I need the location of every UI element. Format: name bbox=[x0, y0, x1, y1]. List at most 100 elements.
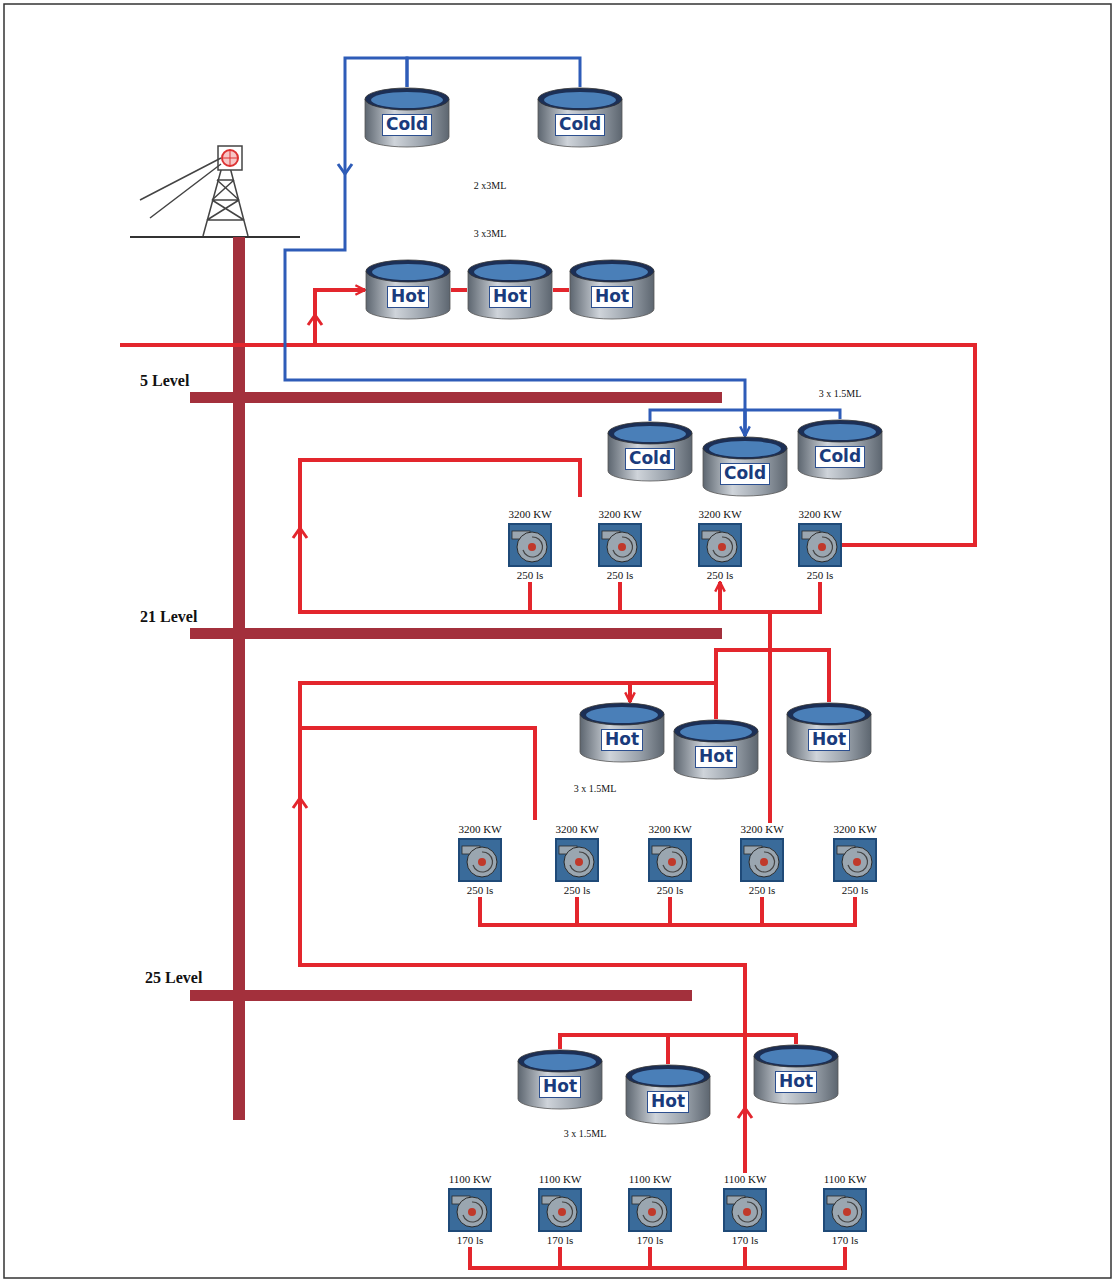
capacity-label: 3 x 1.5ML bbox=[574, 783, 617, 794]
pump-symbol bbox=[823, 1188, 867, 1232]
tank-label: Hot bbox=[647, 1091, 689, 1113]
tank-label: Hot bbox=[489, 286, 531, 308]
pump-unit: 1100 KW 170 ls bbox=[628, 1173, 672, 1247]
pump-unit: 3200 KW 250 ls bbox=[508, 508, 552, 582]
level-label: 21 Level bbox=[140, 608, 197, 626]
pump-symbol bbox=[723, 1188, 767, 1232]
pump-rating: 250 ls bbox=[467, 884, 494, 897]
storage-tank: Cold bbox=[702, 436, 788, 498]
pipe bbox=[315, 290, 975, 545]
tank-label: Cold bbox=[625, 448, 675, 470]
pump-symbol bbox=[598, 523, 642, 567]
storage-tank: Hot bbox=[786, 702, 872, 764]
storage-tank: Hot bbox=[569, 259, 655, 321]
pump-rating: 170 ls bbox=[637, 1234, 664, 1247]
pump-rating: 1100 KW bbox=[724, 1173, 767, 1186]
tank-label: Hot bbox=[808, 729, 850, 751]
level-label: 25 Level bbox=[145, 969, 202, 987]
pump-unit: 3200 KW 250 ls bbox=[740, 823, 784, 897]
pump-rating: 3200 KW bbox=[508, 508, 551, 521]
pipe bbox=[670, 897, 762, 925]
pump-symbol bbox=[458, 838, 502, 882]
pipe bbox=[451, 288, 467, 292]
storage-tank: Hot bbox=[673, 719, 759, 781]
pump-rating: 250 ls bbox=[657, 884, 684, 897]
tank-label: Cold bbox=[720, 463, 770, 485]
capacity-label: 3 x 1.5ML bbox=[819, 388, 862, 399]
tank-label: Cold bbox=[382, 114, 432, 136]
pump-rating: 170 ls bbox=[547, 1234, 574, 1247]
pipe bbox=[720, 582, 770, 823]
pump-unit: 1100 KW 170 ls bbox=[538, 1173, 582, 1247]
pump-rating: 1100 KW bbox=[629, 1173, 672, 1186]
pipe bbox=[480, 897, 577, 925]
pump-unit: 3200 KW 250 ls bbox=[458, 823, 502, 897]
pump-unit: 3200 KW250 ls bbox=[555, 823, 599, 897]
tank-label: Hot bbox=[591, 286, 633, 308]
pump-unit: 3200 KW250 ls bbox=[698, 508, 742, 582]
pump-unit: 3200 KW250 ls bbox=[648, 823, 692, 897]
pump-rating: 3200 KW bbox=[598, 508, 641, 521]
pump-rating: 250 ls bbox=[749, 884, 776, 897]
pipe bbox=[553, 288, 569, 292]
pump-rating: 250 ls bbox=[564, 884, 591, 897]
flow-arrow bbox=[293, 315, 752, 1118]
level-label: 5 Level bbox=[140, 372, 189, 390]
pump-symbol bbox=[448, 1188, 492, 1232]
pipe bbox=[720, 582, 820, 612]
tank-label: Hot bbox=[539, 1076, 581, 1098]
tank-label: Cold bbox=[815, 446, 865, 468]
pump-symbol bbox=[833, 838, 877, 882]
capacity-label: 3 x 1.5ML bbox=[564, 1128, 607, 1139]
flow-arrow bbox=[338, 164, 352, 174]
pump-rating: 250 ls bbox=[842, 884, 869, 897]
level-drive bbox=[190, 628, 722, 639]
tank-label: Hot bbox=[695, 746, 737, 768]
pipe bbox=[285, 58, 745, 436]
pipe bbox=[620, 582, 720, 612]
pump-rating: 1100 KW bbox=[539, 1173, 582, 1186]
capacity-label: 3 x3ML bbox=[474, 228, 507, 239]
pump-symbol bbox=[798, 523, 842, 567]
pump-rating: 250 ls bbox=[807, 569, 834, 582]
page-frame bbox=[4, 4, 1111, 1278]
pump-rating: 3200 KW bbox=[740, 823, 783, 836]
tank-label: Hot bbox=[601, 729, 643, 751]
storage-tank: Cold bbox=[364, 87, 450, 149]
storage-tank: Cold bbox=[537, 87, 623, 149]
pump-rating: 3200 KW bbox=[833, 823, 876, 836]
pipe bbox=[577, 897, 670, 925]
pump-rating: 1100 KW bbox=[824, 1173, 867, 1186]
pipe bbox=[530, 582, 620, 612]
pipe bbox=[560, 1247, 650, 1268]
tank-label: Hot bbox=[387, 286, 429, 308]
pump-rating: 250 ls bbox=[607, 569, 634, 582]
pump-unit: 1100 KW 170 ls bbox=[823, 1173, 867, 1247]
pipe bbox=[762, 897, 855, 925]
level-drive bbox=[190, 392, 722, 403]
pump-rating: 3200 KW bbox=[798, 508, 841, 521]
capacity-label: 2 x3ML bbox=[474, 180, 507, 191]
pump-symbol bbox=[698, 523, 742, 567]
headframe bbox=[130, 146, 300, 237]
pump-rating: 3200 KW bbox=[458, 823, 501, 836]
pump-symbol bbox=[538, 1188, 582, 1232]
shaft bbox=[233, 237, 245, 1120]
pipework bbox=[120, 345, 580, 820]
storage-tank: Hot bbox=[365, 259, 451, 321]
storage-tank: Hot bbox=[753, 1044, 839, 1106]
pump-rating: 250 ls bbox=[517, 569, 544, 582]
pump-rating: 170 ls bbox=[832, 1234, 859, 1247]
pump-symbol bbox=[648, 838, 692, 882]
pump-symbol bbox=[508, 523, 552, 567]
pump-symbol bbox=[740, 838, 784, 882]
storage-tank: Cold bbox=[607, 421, 693, 483]
pump-rating: 3200 KW bbox=[698, 508, 741, 521]
tank-label: Hot bbox=[775, 1071, 817, 1093]
pump-unit: 1100 KW170 ls bbox=[448, 1173, 492, 1247]
pump-symbol bbox=[628, 1188, 672, 1232]
pump-rating: 170 ls bbox=[457, 1234, 484, 1247]
pipe bbox=[745, 1247, 845, 1268]
pipe bbox=[407, 58, 580, 87]
pipe bbox=[650, 1247, 745, 1268]
